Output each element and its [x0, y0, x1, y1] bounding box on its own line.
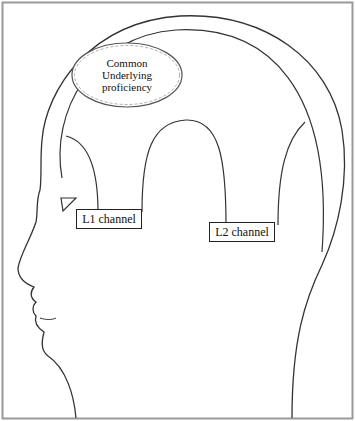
- node-text: L2 channel: [215, 225, 269, 239]
- node-text: Common Underlying proficiency: [87, 57, 167, 93]
- channel-box: L2 channel: [209, 222, 275, 242]
- brain-outline: [60, 30, 323, 252]
- eye: [61, 198, 76, 211]
- channel-wall: [66, 136, 98, 212]
- picture-frame: [3, 3, 353, 419]
- node-text: L1 channel: [82, 212, 136, 226]
- ellipse-shape: [72, 43, 182, 107]
- mouth: [40, 318, 56, 320]
- channel-box: L1 channel: [76, 209, 142, 229]
- ellipse-shape: [75, 46, 180, 105]
- ellipse-node: Common Underlying proficiency: [71, 42, 183, 108]
- head-outline: [18, 16, 345, 418]
- channel-wall: [142, 120, 226, 225]
- channel-wall: [278, 122, 305, 225]
